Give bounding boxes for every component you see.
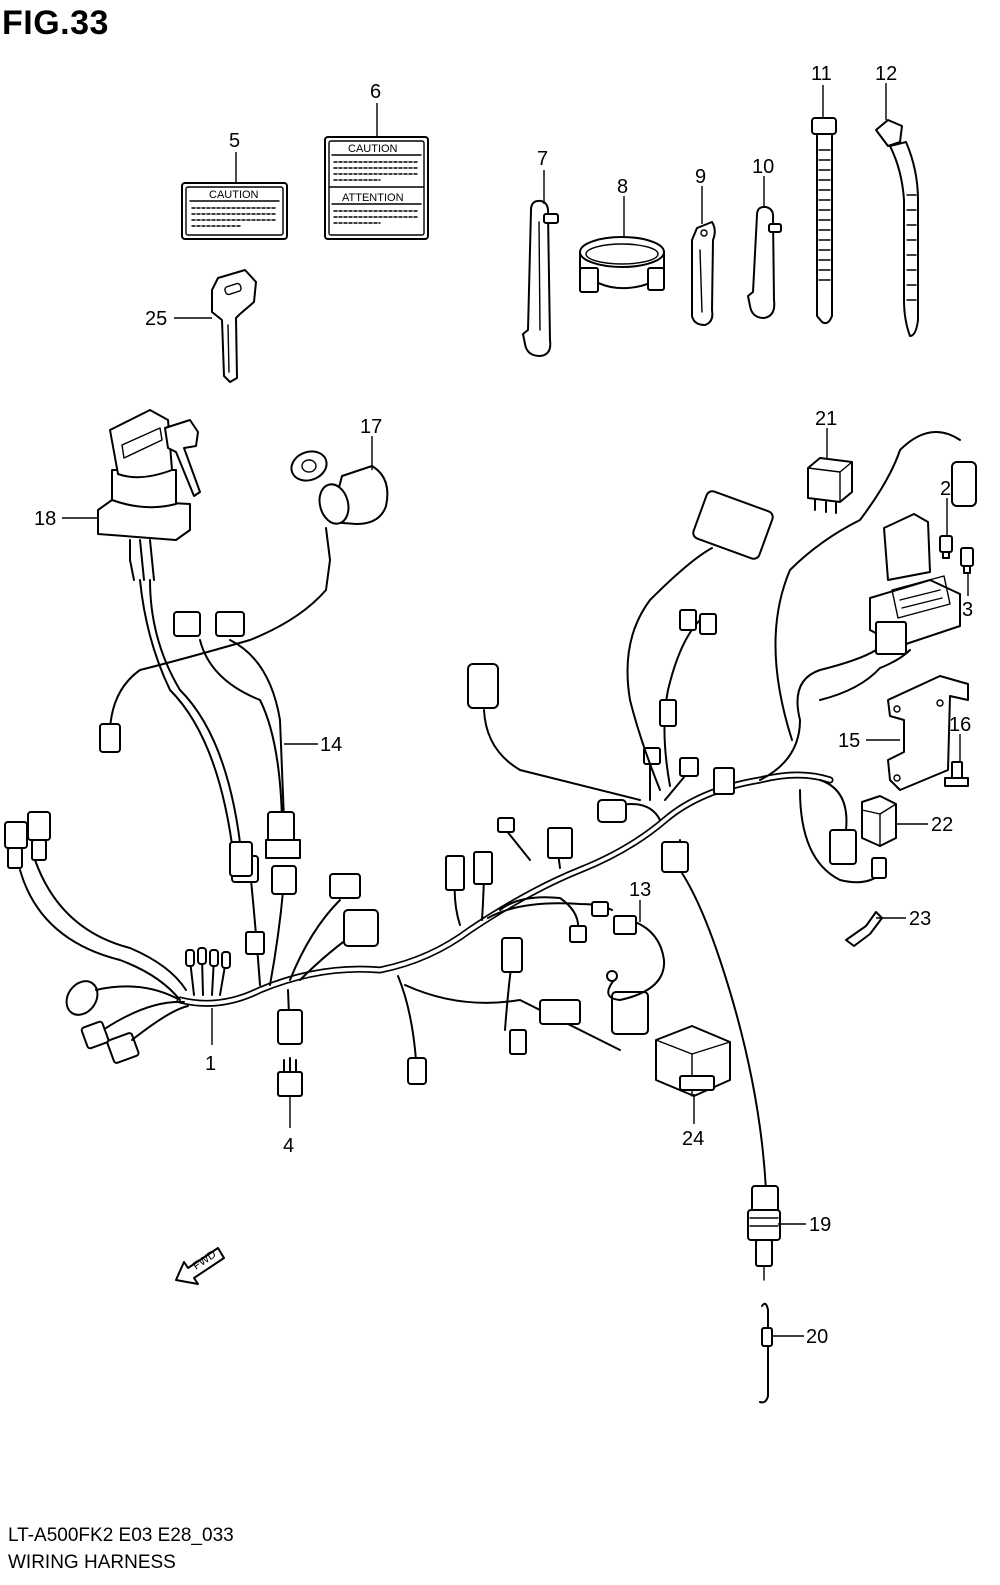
callout-13: 13 (629, 879, 651, 901)
figure-title: FIG.33 (2, 4, 109, 42)
callout-9: 9 (695, 166, 706, 188)
callout-3: 3 (962, 599, 973, 621)
label-5-caution-text: CAUTION (209, 189, 259, 201)
callout-6: 6 (370, 81, 381, 103)
fuse-box (869, 513, 961, 655)
part-17-socket (290, 450, 389, 591)
part-16-bolt (944, 761, 969, 787)
part-12-cable-tie (875, 119, 919, 337)
callout-22: 22 (931, 814, 953, 836)
part-8-band-clamp (579, 236, 665, 293)
part-14-sub-harness (99, 579, 327, 877)
part-11-cable-tie (811, 117, 837, 325)
part-6-caution-attention-label: CAUTION ATTENTION (324, 136, 429, 240)
part-20-pin (759, 1302, 773, 1404)
callout-4: 4 (283, 1135, 294, 1157)
callout-14: 14 (320, 734, 342, 756)
part-4-connector (277, 1057, 303, 1097)
part-22-connector (861, 795, 897, 847)
section-name: WIRING HARNESS (8, 1552, 176, 1573)
part-10-clamp (747, 205, 782, 319)
part-5-caution-label: CAUTION (181, 182, 288, 240)
callout-11: 11 (811, 63, 832, 85)
callout-23: 23 (909, 908, 931, 930)
part-2-fuse (939, 535, 953, 559)
callout-2: 2 (940, 478, 951, 500)
callout-7: 7 (537, 148, 548, 170)
callout-20: 20 (806, 1326, 828, 1348)
callout-17: 17 (360, 416, 382, 438)
callout-10: 10 (752, 156, 774, 178)
part-21-relay (807, 457, 853, 514)
label-6-attention-text: ATTENTION (342, 192, 404, 204)
callout-5: 5 (229, 130, 240, 152)
callout-18: 18 (34, 508, 56, 530)
callout-24: 24 (682, 1128, 704, 1150)
callout-1: 1 (205, 1053, 216, 1075)
part-24-relay-module (655, 1025, 731, 1097)
callouts: 5 6 25 7 8 9 10 11 12 17 18 21 2 3 15 16 (34, 63, 973, 1348)
callout-15: 15 (838, 730, 860, 752)
part-9-clamp (691, 221, 716, 326)
callout-12: 12 (875, 63, 897, 85)
callout-16: 16 (949, 714, 971, 736)
part-25-key (211, 269, 257, 383)
part-1-main-harness (4, 431, 977, 1085)
model-code: LT-A500FK2 E03 E28_033 (8, 1525, 234, 1546)
callout-19: 19 (809, 1214, 831, 1236)
callout-25: 25 (145, 308, 167, 330)
part-7-clamp (522, 199, 559, 357)
part-18-ignition-switch (97, 409, 201, 581)
part-19-sensor (679, 869, 781, 1281)
part-3-fuse (960, 547, 974, 574)
label-6-caution-text: CAUTION (348, 143, 398, 155)
part-15-bracket (887, 675, 969, 791)
fwd-arrow-icon: FWD (175, 1247, 225, 1285)
part-23-bracket (845, 911, 883, 947)
callout-8: 8 (617, 176, 628, 198)
callout-21: 21 (815, 408, 837, 430)
